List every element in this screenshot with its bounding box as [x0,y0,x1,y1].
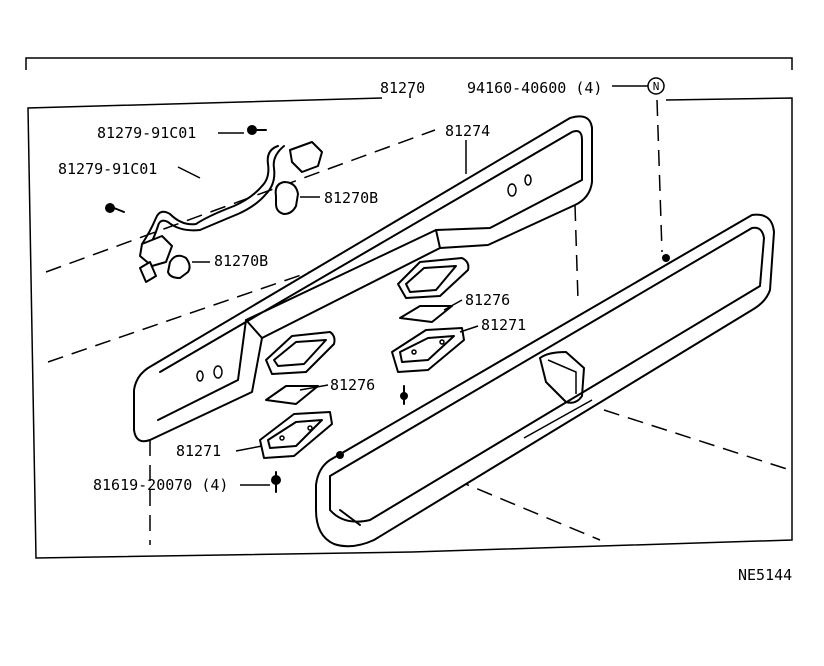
bulb-upper [274,181,299,215]
bulb-lower [167,254,191,279]
screw-bottom [271,471,281,493]
label-socket-1: 81279-91C01 [97,124,196,142]
outer-frame [25,57,793,70]
label-lamp-left: 81271 [176,442,221,460]
label-assembly: 81270 [380,79,425,97]
label-bulb-2: 81270B [214,252,268,270]
figure-code: NE5144 [738,566,792,584]
inner-frame [27,97,793,559]
label-screw-bottom: 81619-20070 (4) [93,476,228,494]
lamp-housing-upper [133,115,593,443]
label-gasket-right: 81276 [465,291,510,309]
label-lens-upper: 81274 [445,122,490,140]
lamp-left [259,411,333,459]
lamp-right [391,327,465,405]
lamp-housing-lower [315,213,775,548]
wire-harness [139,141,323,283]
label-bulb-1: 81270B [324,189,378,207]
label-gasket-left: 81276 [330,376,375,394]
label-lamp-right: 81271 [481,316,526,334]
n-marker-label: N [653,80,660,93]
label-socket-2: 81279-91C01 [58,160,157,178]
gasket-right [397,257,470,323]
gasket-left [265,331,336,405]
n-marker: N [647,77,665,95]
leader-lines [177,85,648,486]
screw-top [105,125,267,213]
label-screw-top: 94160-40600 (4) [467,79,602,97]
